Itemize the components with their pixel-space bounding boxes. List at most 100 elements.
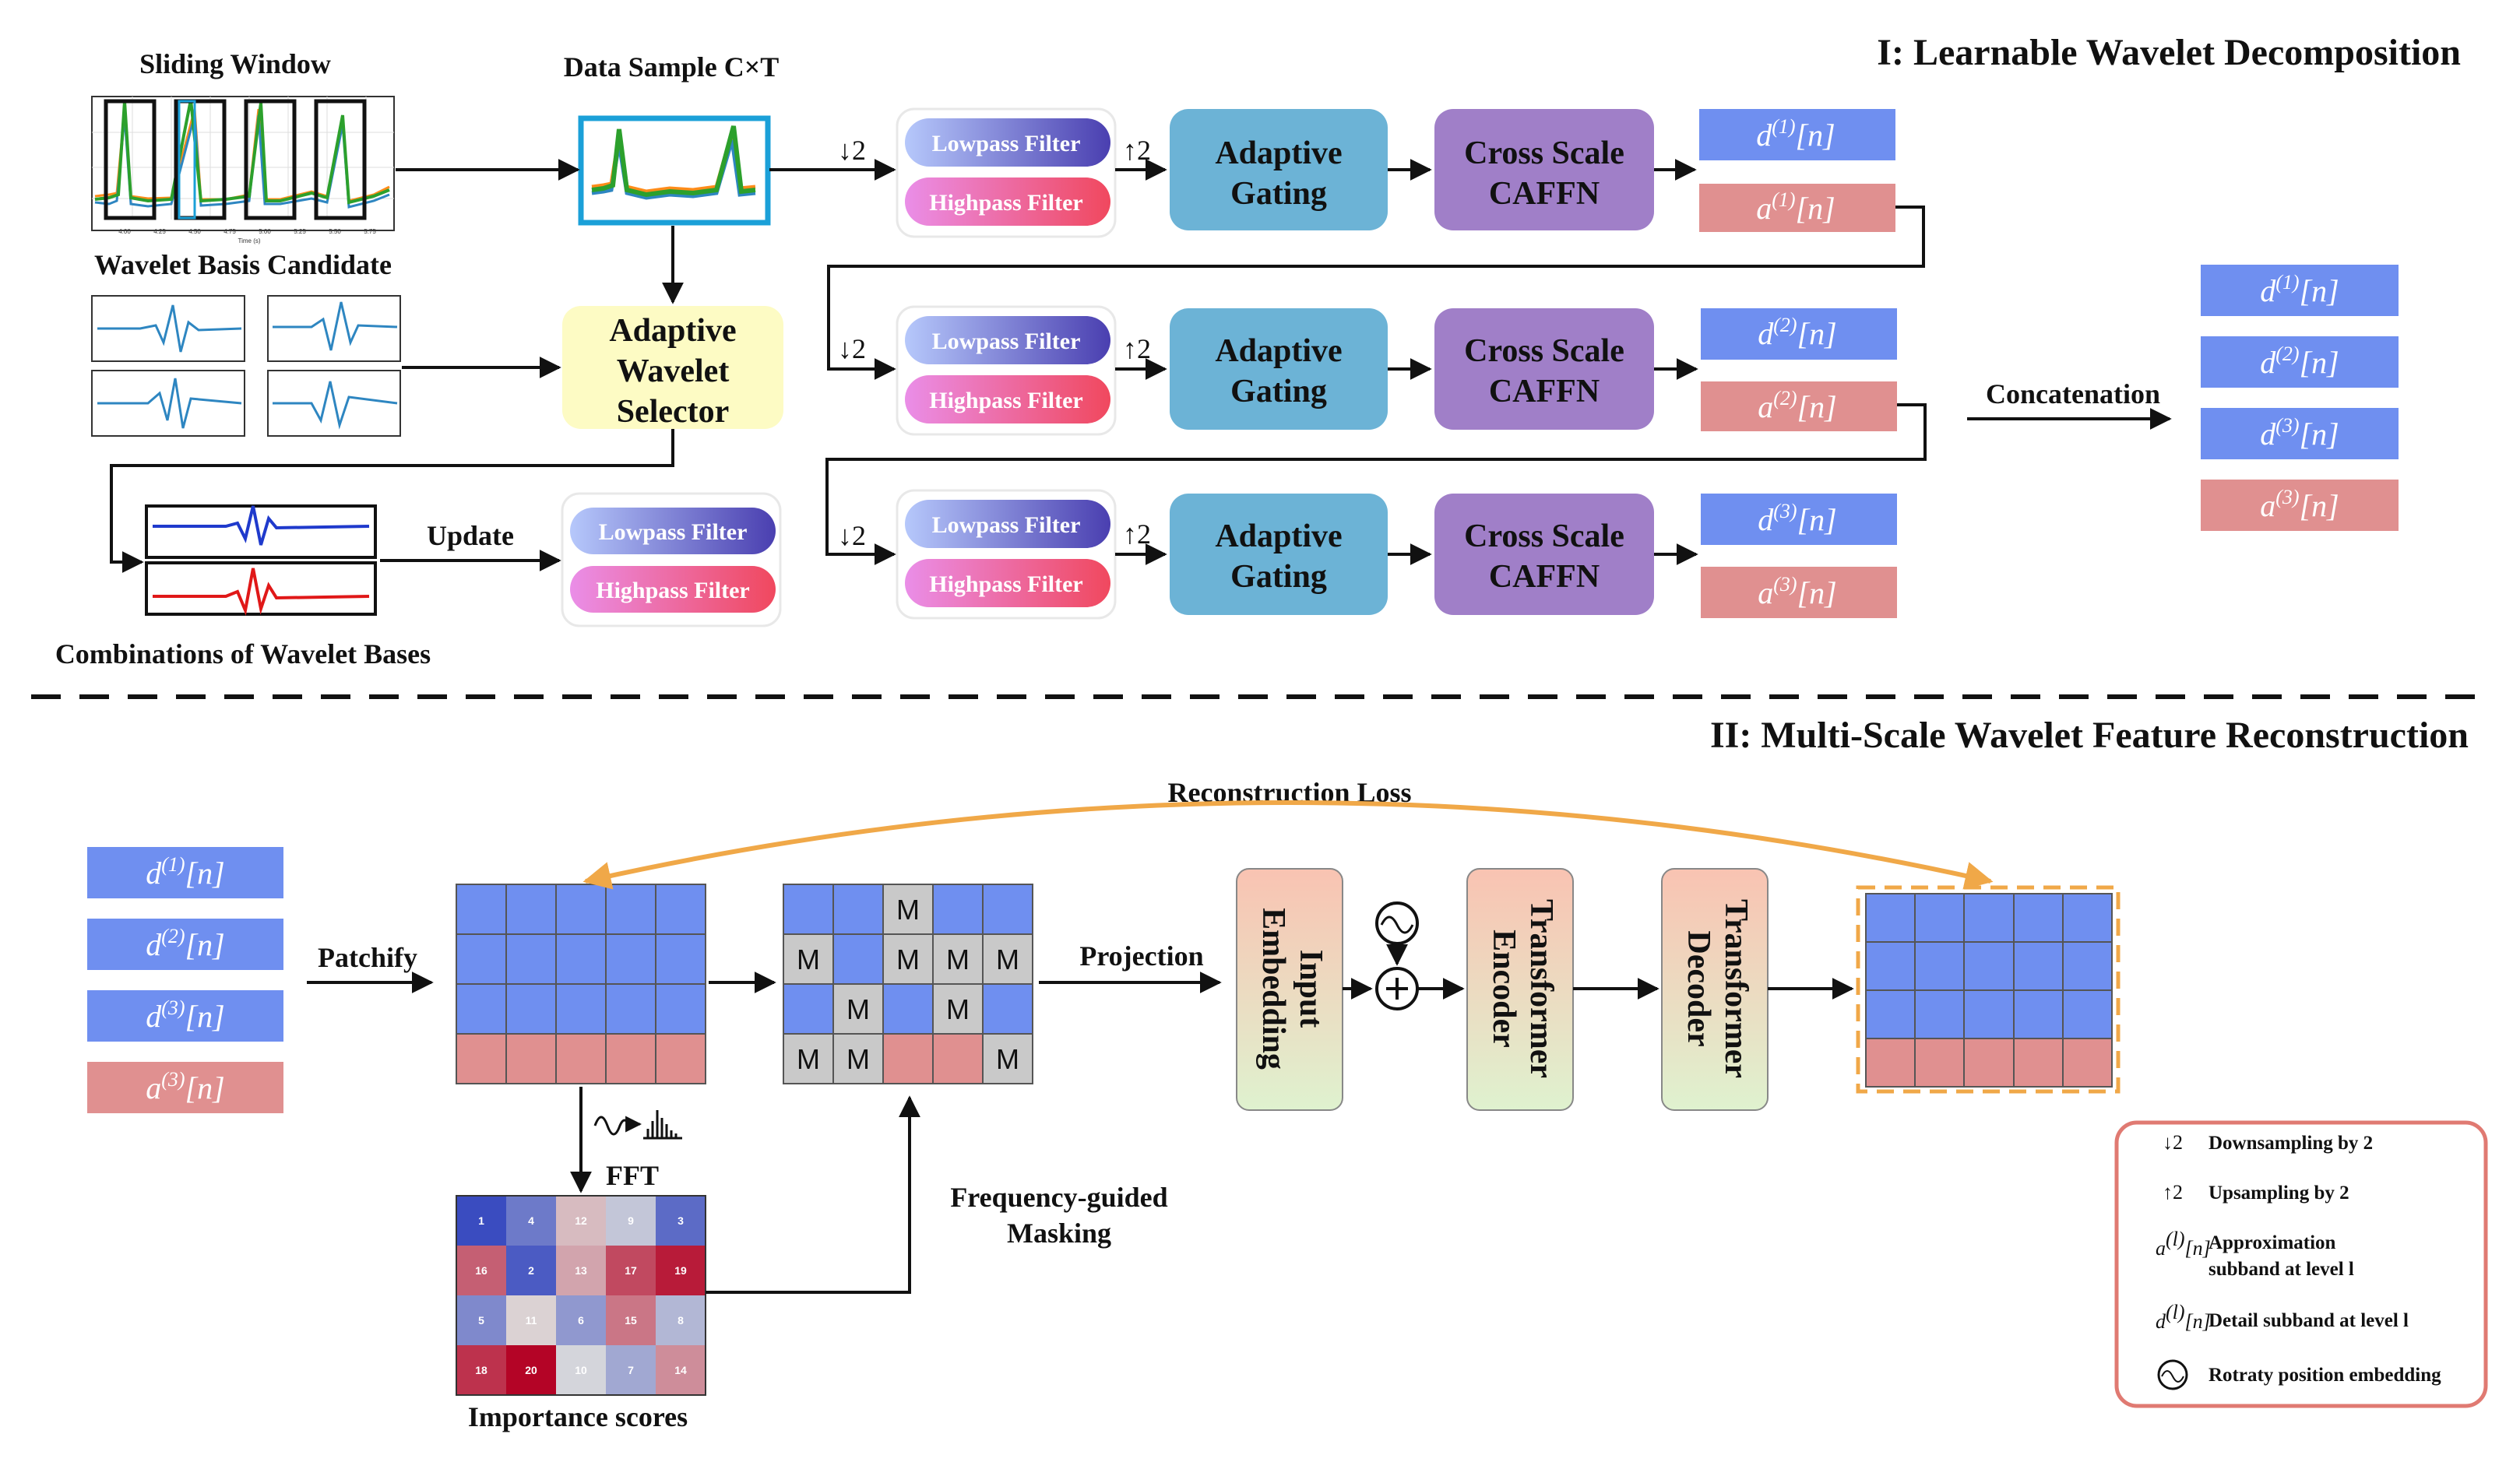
- combinations-label: Combinations of Wavelet Bases: [55, 638, 431, 669]
- importance-cell: [606, 1345, 656, 1395]
- svg-text:Transformer: Transformer: [1523, 899, 1559, 1078]
- importance-value: 4: [528, 1214, 534, 1227]
- svg-text:Embedding: Embedding: [1255, 908, 1291, 1070]
- importance-value: 12: [575, 1214, 587, 1227]
- filter-pair-level-1: Lowpass Filter Highpass Filter: [896, 107, 1117, 238]
- lowpass-filter-label: Lowpass Filter: [932, 131, 1081, 156]
- approx-subband-3: a(3)[n]: [1701, 567, 1897, 618]
- importance-cell: [656, 1345, 706, 1395]
- svg-text:a(l)[n]: a(l)[n]: [2156, 1228, 2211, 1260]
- adaptive-gating-block: [1170, 109, 1388, 230]
- svg-text:a(3)[n]: a(3)[n]: [1758, 573, 1836, 610]
- upsample-label: ↑2: [1123, 135, 1151, 166]
- legend-box: ↓2 Downsampling by 2 ↑2 Upsampling by 2 …: [2114, 1120, 2488, 1408]
- visible-patch: [832, 933, 884, 985]
- caffn-label: CAFFN: [1489, 374, 1600, 409]
- importance-cell: [606, 1295, 656, 1345]
- svg-text:d(2)[n]: d(2)[n]: [2260, 343, 2339, 380]
- legend-approx-desc: Approximation: [2209, 1232, 2336, 1253]
- lowpass-filter-label: Lowpass Filter: [932, 329, 1081, 354]
- legend-rotary-icon: [2157, 1359, 2188, 1390]
- fft-label: FFT: [606, 1160, 659, 1191]
- selector-label: Wavelet: [617, 353, 730, 389]
- section-2-title: II: Multi-Scale Wavelet Feature Reconstr…: [1710, 715, 2469, 756]
- gating-label: Adaptive: [1215, 333, 1342, 369]
- mask-token: M: [996, 944, 1019, 975]
- svg-text:d(1)[n]: d(1)[n]: [2260, 271, 2339, 308]
- upsample-label: ↑2: [1123, 333, 1151, 364]
- importance-cell: [456, 1345, 506, 1395]
- importance-value: 15: [625, 1314, 637, 1327]
- cross-scale-caffn-block: [1434, 109, 1654, 230]
- input-subbands: d(1)[n] d(2)[n] d(3)[n] a(3)[n]: [87, 847, 283, 1113]
- cross-scale-caffn-block: [1434, 308, 1654, 430]
- importance-cell: [456, 1196, 506, 1246]
- visible-patch: [932, 884, 984, 935]
- highpass-filter-label: Highpass Filter: [929, 388, 1083, 413]
- importance-value: 7: [628, 1364, 634, 1376]
- importance-cell: [656, 1295, 706, 1345]
- adaptive-gating-block: [1170, 308, 1388, 430]
- caffn-label: CAFFN: [1489, 176, 1600, 212]
- svg-text:d(1)[n]: d(1)[n]: [1756, 115, 1835, 153]
- filter-pair-level-3: Lowpass Filter Highpass Filter: [896, 489, 1117, 620]
- importance-cell: [556, 1246, 606, 1295]
- importance-value: 11: [526, 1314, 537, 1327]
- visible-patch: [932, 1033, 984, 1084]
- fft-icon: [593, 1110, 682, 1140]
- caffn-label: CAFFN: [1489, 559, 1600, 595]
- legend-up-symbol: ↑2: [2163, 1181, 2183, 1204]
- mask-token: M: [996, 1043, 1019, 1075]
- frequency-masking-label: Masking: [1007, 1218, 1111, 1249]
- tick-label: 5.00: [259, 228, 271, 235]
- filter-pair-level-2: Lowpass Filter Highpass Filter: [896, 305, 1117, 436]
- update-label: Update: [427, 520, 514, 551]
- tick-label: 4.50: [188, 228, 201, 235]
- svg-text:d(l)[n]: d(l)[n]: [2156, 1301, 2211, 1333]
- importance-cell: [556, 1196, 606, 1246]
- importance-value: 3: [678, 1214, 684, 1227]
- mask-token: M: [797, 1043, 820, 1075]
- svg-text:Input: Input: [1293, 950, 1329, 1028]
- tick-label: 5.50: [329, 228, 341, 235]
- svg-text:a(3)[n]: a(3)[n]: [2260, 486, 2339, 523]
- rotary-embedding-icon: [1375, 901, 1419, 945]
- highpass-filter-label: Highpass Filter: [596, 578, 750, 603]
- svg-text:d(1)[n]: d(1)[n]: [146, 853, 224, 891]
- svg-text:a(2)[n]: a(2)[n]: [1758, 387, 1836, 424]
- upsample-label: ↑2: [1123, 518, 1151, 550]
- importance-cell: [656, 1196, 706, 1246]
- mask-token: M: [797, 944, 820, 975]
- legend-down-symbol: ↓2: [2163, 1131, 2183, 1154]
- tick-label: 5.25: [294, 228, 306, 235]
- mask-token: M: [896, 894, 920, 926]
- highpass-filter-label: Highpass Filter: [929, 190, 1083, 216]
- legend-approx-desc: subband at level l: [2209, 1259, 2354, 1280]
- importance-value: 5: [478, 1314, 484, 1327]
- sliding-window-label: Sliding Window: [139, 48, 331, 79]
- importance-cell: [506, 1246, 556, 1295]
- mask-token: M: [946, 944, 970, 975]
- downsample-label: ↓2: [838, 333, 866, 364]
- transformer-decoder-block: Transformer Decoder: [1661, 868, 1769, 1111]
- masked-patch: [783, 933, 834, 985]
- visible-patch: [783, 884, 834, 935]
- svg-text:Decoder: Decoder: [1681, 930, 1716, 1046]
- add-operator-icon: [1375, 967, 1419, 1010]
- concatenation-label: Concatenation: [1986, 378, 2160, 409]
- projection-label: Projection: [1079, 940, 1203, 972]
- x-axis-label: Time (s): [238, 237, 260, 244]
- mask-token: M: [896, 944, 920, 975]
- svg-text:Transformer: Transformer: [1718, 899, 1754, 1078]
- visible-patch: [882, 983, 934, 1035]
- importance-cell: [556, 1345, 606, 1395]
- importance-cell: [606, 1196, 656, 1246]
- gating-label: Gating: [1230, 176, 1327, 212]
- importance-cell: [506, 1295, 556, 1345]
- wavelet-basis-candidate-label: Wavelet Basis Candidate: [94, 249, 392, 280]
- sliding-window-chart: 4.00 4.25 4.50 4.75 5.00 5.25 5.50 5.75 …: [91, 96, 395, 244]
- importance-value: 2: [528, 1264, 534, 1277]
- importance-value: 8: [678, 1314, 684, 1327]
- wavelet-basis-thumbnails: [91, 295, 401, 437]
